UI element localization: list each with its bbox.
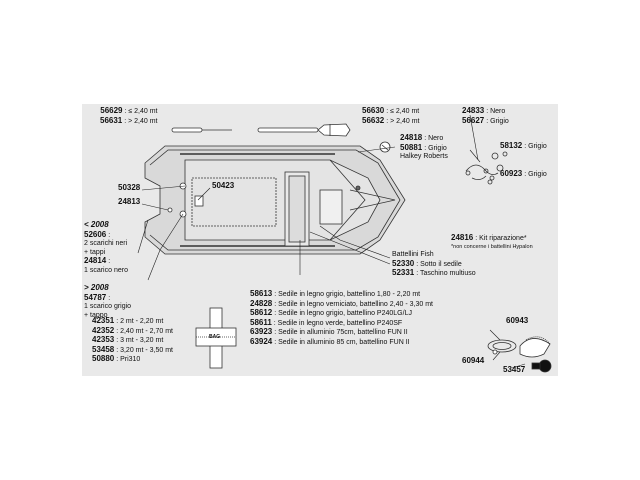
seat-codes: 58613 : Sedile in legno grigio, battelli… (250, 289, 433, 346)
bag-codes: 42351 : 2 mt - 2,20 mt 42352 : 2,40 mt -… (92, 316, 174, 364)
long-oar (257, 123, 351, 137)
dinghy-hull (144, 145, 406, 255)
drains-before-2008: < 2008 52606 : 2 scarichi neri + tappi 2… (84, 220, 128, 274)
repair-kit-part (487, 151, 508, 185)
part-code-53457: 53457 (503, 365, 526, 374)
bag-label: BAG (209, 334, 220, 340)
grab-handle (465, 164, 499, 181)
part-code-50423: 50423 (212, 181, 235, 190)
short-oar-codes: 56629 : ≤ 2,40 mt 56631 : > 2,40 mt (100, 106, 158, 125)
pump-icon (519, 336, 551, 358)
drains-after-2008: > 2008 54787 : 1 scarico grigio + tappo (84, 283, 132, 319)
pump-adapter (531, 359, 552, 373)
part-code-60943: 60943 (506, 316, 529, 325)
repair-kit: 24816 : Kit riparazione* *non concerne i… (451, 233, 533, 250)
part-code-60944: 60944 (462, 356, 485, 365)
part-code-58132: 58132 : Grigio (500, 141, 547, 151)
valve-codes: 24818 : Nero 50881 : Grigio Halkey Rober… (400, 133, 448, 161)
fish-accessories: Battellini Fish 52330 : Sotto il sedile … (392, 251, 476, 278)
long-oar-codes: 56630 : ≤ 2,40 mt 56632 : > 2,40 mt (362, 106, 420, 125)
part-code-60923: 60923 : Grigio (500, 169, 547, 179)
part-code-24813: 24813 (118, 197, 141, 206)
part-code-50328: 50328 (118, 183, 141, 192)
pump-hose (487, 339, 517, 355)
valve (355, 141, 391, 191)
short-oar (171, 127, 232, 133)
bag-icon (195, 307, 237, 369)
handle-codes: 24833 : Nero 56627 : Grigio (462, 106, 509, 125)
